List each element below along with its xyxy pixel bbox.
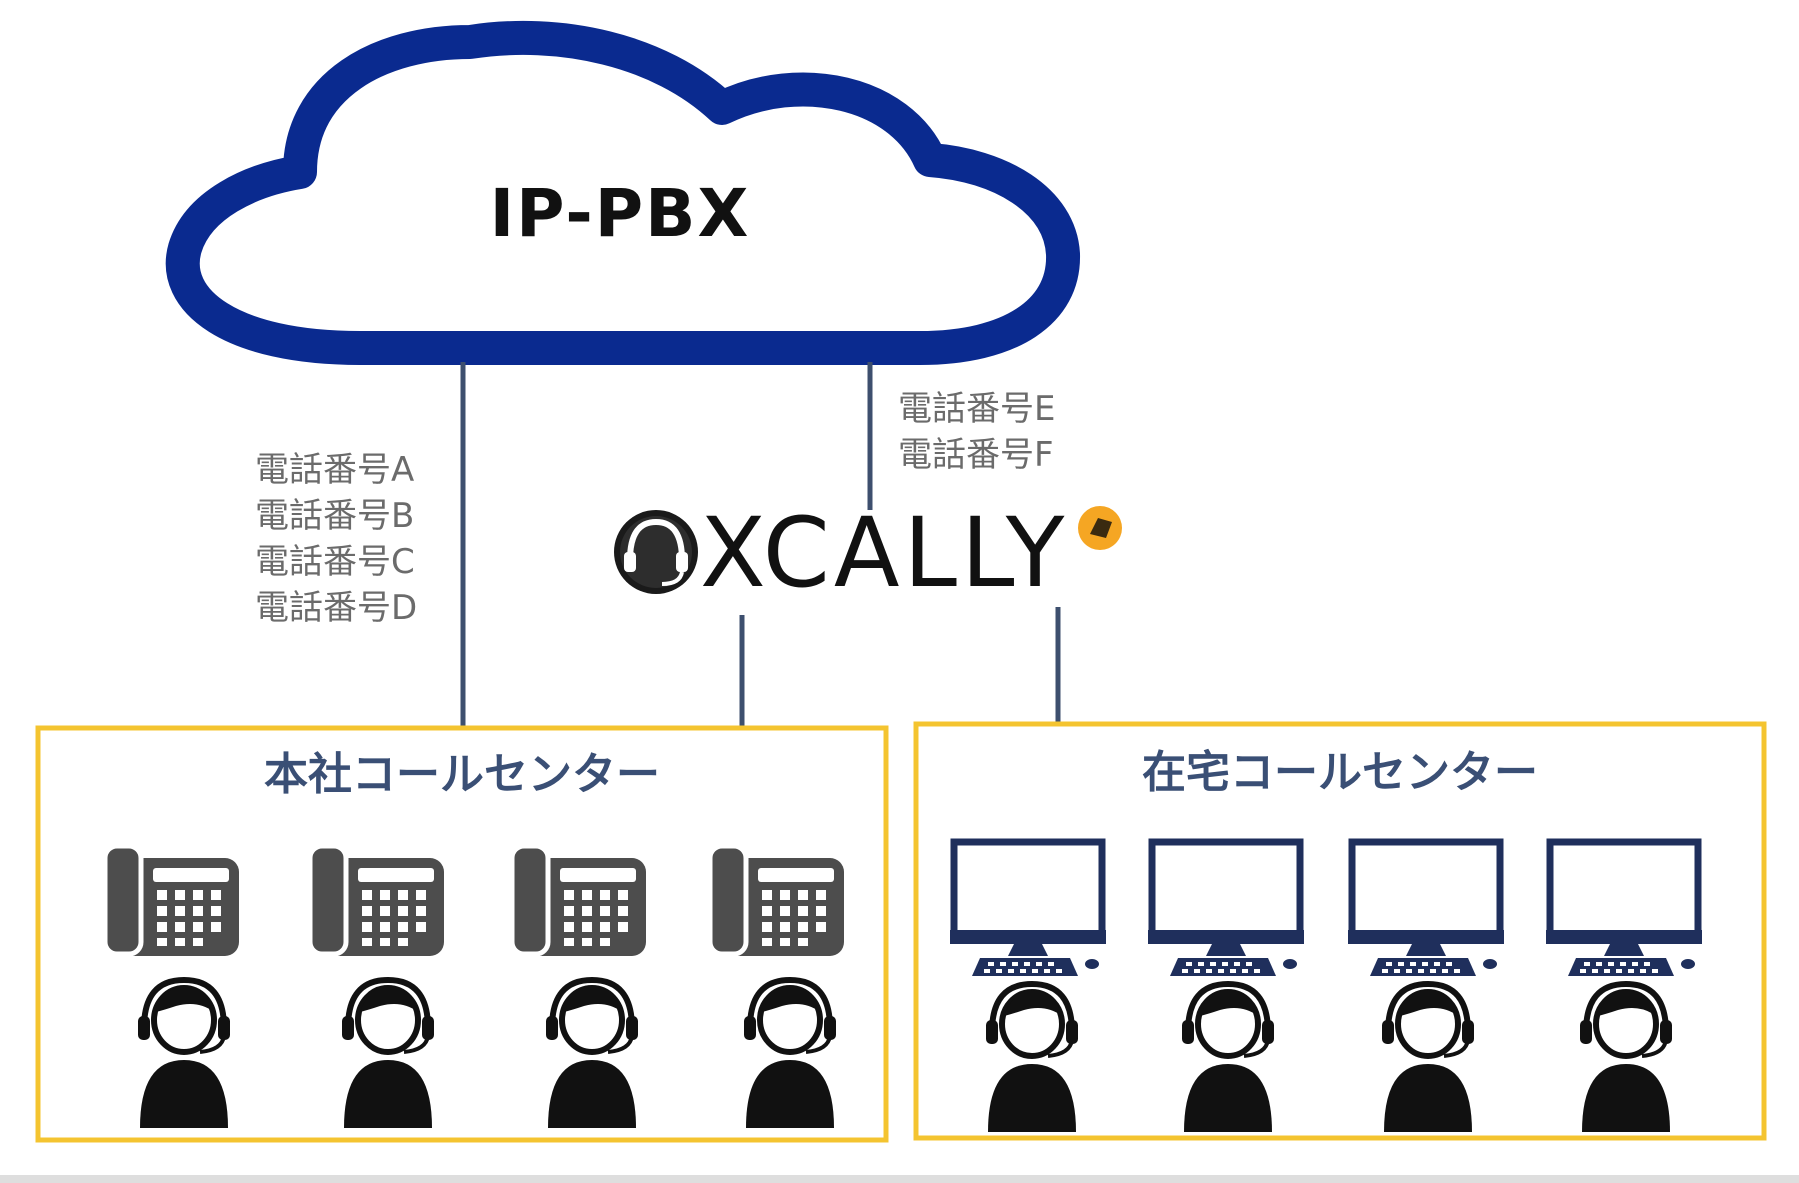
desktop-computer-icon: [1348, 842, 1504, 976]
desktop-computer-icon: [950, 842, 1106, 976]
bottom-divider: [0, 1175, 1799, 1183]
headset-agent-icon: [744, 980, 836, 1128]
phone-number: 電話番号A: [255, 450, 415, 490]
hq-call-center-title: 本社コールセンター: [264, 749, 660, 800]
xcally-logo-text: XCALLY: [700, 497, 1069, 609]
phone-number: 電話番号B: [255, 496, 415, 536]
headset-logo-icon: [614, 510, 698, 594]
desktop-computer-icon: [1148, 842, 1304, 976]
desk-phone-icon: [710, 846, 844, 956]
cloud-label: IP-PBX: [489, 175, 751, 252]
headset-agent-icon: [546, 980, 638, 1128]
headset-agent-icon: [1382, 984, 1474, 1132]
headset-agent-icon: [342, 980, 434, 1128]
home-call-center-title: 在宅コールセンター: [1142, 747, 1538, 798]
phone-numbers-xcally: 電話番号E 電話番号F: [898, 386, 1055, 478]
home-call-center-box: [913, 721, 1767, 1141]
phone-number: 電話番号E: [898, 389, 1056, 429]
desk-phone-icon: [105, 846, 239, 956]
phone-number: 電話番号C: [255, 542, 415, 582]
orange-badge-icon: [1078, 506, 1122, 550]
desk-phone-icon: [310, 846, 444, 956]
desktop-computer-icon: [1546, 842, 1702, 976]
headset-agent-icon: [138, 980, 230, 1128]
phone-number: 電話番号D: [255, 588, 418, 628]
phone-numbers-hq: 電話番号A 電話番号B 電話番号C 電話番号D: [255, 447, 417, 631]
headset-agent-icon: [1580, 984, 1672, 1132]
phone-number: 電話番号F: [898, 435, 1054, 475]
headset-agent-icon: [986, 984, 1078, 1132]
hq-call-center-box: [35, 725, 889, 1143]
cloud-shape: [165, 20, 1080, 365]
desk-phone-icon: [512, 846, 646, 956]
headset-agent-icon: [1182, 984, 1274, 1132]
